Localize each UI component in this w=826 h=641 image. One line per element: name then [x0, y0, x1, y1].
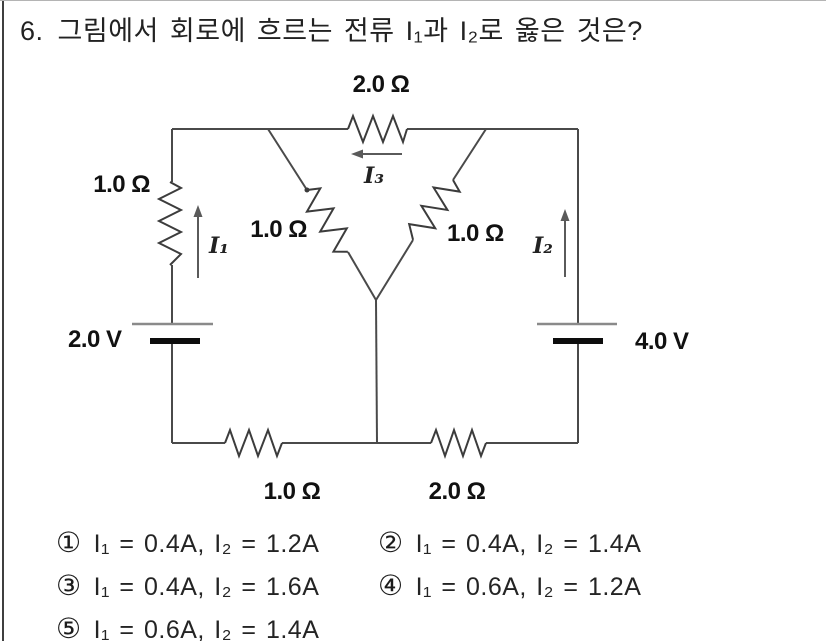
choice-1: ① I₁ = 0.4A, I₂ = 1.2A [56, 527, 378, 560]
choice-2-text: I₁ = 0.4A, I₂ = 1.4A [415, 530, 642, 558]
resistor-mid-left [305, 187, 349, 253]
resistor-bottom-right [430, 426, 487, 460]
choice-5-text: I₁ = 0.6A, I₂ = 1.4A [93, 616, 320, 641]
choice-3-marker: ③ [56, 570, 82, 601]
current-label-i3: I₃ [363, 163, 384, 189]
choice-4-text: I₁ = 0.6A, I₂ = 1.2A [415, 573, 642, 601]
choice-2-marker: ② [378, 527, 404, 558]
right-diagonal-wire [375, 128, 487, 301]
current-arrow-i2 [560, 209, 570, 277]
resistor-label-bottom-left: 1.0 Ω [264, 478, 321, 505]
question-number: 6. [20, 16, 44, 46]
choice-4: ④ I₁ = 0.6A, I₂ = 1.2A [378, 570, 641, 603]
choice-5: ⑤ I₁ = 0.6A, I₂ = 1.4A [56, 613, 378, 641]
current-arrow-i1 [193, 205, 203, 278]
center-branch-wire [375, 299, 378, 444]
choice-1-marker: ① [56, 527, 82, 558]
voltage-label-left: 2.0 V [68, 326, 122, 353]
resistors [156, 113, 487, 460]
current-arrows [193, 149, 570, 278]
battery-right [537, 322, 617, 344]
current-label-i2: I₂ [532, 233, 553, 259]
resistor-label-top: 2.0 Ω [353, 71, 410, 98]
choice-5-marker: ⑤ [56, 613, 82, 641]
current-label-i1: I₁ [208, 233, 229, 259]
choice-3: ③ I₁ = 0.4A, I₂ = 1.6A [56, 570, 378, 603]
circuit-labels: 2.0 Ω 1.0 Ω 1.0 Ω 1.0 Ω 1.0 Ω 2.0 Ω 2.0 … [68, 71, 690, 505]
answer-choices: ① I₁ = 0.4A, I₂ = 1.2A ② I₁ = 0.4A, I₂ =… [56, 527, 641, 641]
page-top-border [0, 0, 826, 1]
circuit-wires [171, 128, 579, 444]
choice-2: ② I₁ = 0.4A, I₂ = 1.4A [378, 527, 641, 560]
resistor-label-left: 1.0 Ω [93, 171, 150, 198]
resistor-left [156, 181, 184, 266]
question-text: 그림에서 회로에 흐르는 전류 I₁과 I₂로 옳은 것은? [57, 16, 643, 46]
battery-left [132, 322, 213, 344]
voltage-label-right: 4.0 V [635, 328, 689, 355]
choice-1-text: I₁ = 0.4A, I₂ = 1.2A [93, 530, 320, 558]
resistor-label-bottom-right: 2.0 Ω [429, 478, 486, 505]
resistor-label-mid-left: 1.0 Ω [250, 216, 307, 243]
resistor-mid-right [407, 179, 462, 241]
question: 6. 그림에서 회로에 흐르는 전류 I₁과 I₂로 옳은 것은? [20, 15, 643, 47]
page-left-border [2, 0, 4, 641]
choice-3-text: I₁ = 0.4A, I₂ = 1.6A [93, 573, 320, 601]
resistor-label-mid-right: 1.0 Ω [447, 220, 504, 247]
left-diagonal-wire [267, 128, 377, 301]
resistor-top [347, 113, 408, 146]
current-arrow-i3 [351, 149, 402, 159]
choice-4-marker: ④ [378, 570, 404, 601]
resistor-bottom-left [224, 427, 283, 459]
